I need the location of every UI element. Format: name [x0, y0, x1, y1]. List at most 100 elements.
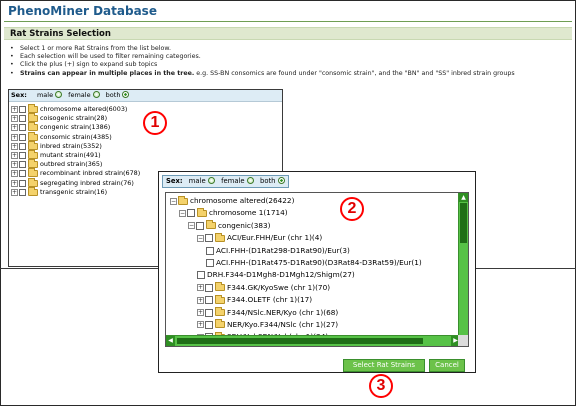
expand-icon[interactable]: +	[197, 296, 204, 304]
tree-item[interactable]: +recombinant inbred strain(678)	[9, 168, 282, 178]
expand-icon[interactable]: +	[11, 161, 18, 169]
expand-icon[interactable]: +	[11, 115, 18, 123]
instruction-item: Each selection will be used to filter re…	[10, 53, 515, 61]
sex-option-label: male	[188, 177, 206, 185]
expand-icon[interactable]: +	[197, 284, 204, 292]
expand-icon[interactable]: +	[11, 133, 18, 141]
tree-item[interactable]: ACI.FHH-(D1Rat298-D1Rat90)/Eur(3)	[168, 245, 460, 257]
tree-item-label: NER/Kyo.F344/NSlc (chr 1)(27)	[227, 319, 339, 329]
expand-icon[interactable]: +	[197, 346, 204, 347]
expand-icon[interactable]: +	[197, 309, 204, 317]
radio-icon[interactable]	[55, 91, 63, 98]
sex-option-female[interactable]: female	[221, 177, 254, 185]
radio-selected-icon[interactable]	[122, 91, 130, 98]
tree-item[interactable]: + NER/Kyo.F344/NSlc (chr 1)(27)	[168, 319, 460, 331]
expand-icon[interactable]: +	[11, 151, 18, 159]
scrollbar-corner	[458, 335, 468, 346]
expand-icon[interactable]: +	[11, 142, 18, 150]
tree-item[interactable]: +F344/NSlc.NER/Kyo (chr 1)(68)	[168, 307, 460, 319]
checkbox[interactable]	[19, 170, 26, 178]
cancel-button[interactable]: Cancel	[429, 359, 465, 372]
tree-item[interactable]: +consomic strain(4385)	[9, 131, 282, 142]
checkbox[interactable]	[197, 271, 205, 280]
collapse-icon[interactable]: −	[179, 209, 186, 217]
folder-icon	[28, 168, 38, 178]
radio-icon[interactable]	[207, 177, 215, 184]
callout-marker-1: 1	[143, 111, 167, 135]
title-divider	[4, 21, 572, 22]
folder-icon	[215, 282, 225, 292]
sex-option-male[interactable]: male	[189, 177, 215, 185]
collapse-icon[interactable]: −	[170, 197, 177, 205]
expand-icon[interactable]: +	[11, 170, 18, 178]
checkbox[interactable]	[205, 283, 213, 292]
strain-tree-scrollbox[interactable]: −chromosome altered(26422)−chromosome 1(…	[165, 192, 469, 347]
tree-item[interactable]: − congenic(383)	[168, 220, 460, 232]
checkbox[interactable]	[19, 124, 26, 132]
sex-option-both[interactable]: both	[260, 177, 285, 185]
tree-item[interactable]: +outbred strain(365)	[9, 159, 282, 169]
sex-filter-bar: Sex: male female both	[162, 175, 289, 188]
expand-icon[interactable]: +	[11, 124, 18, 132]
tree-item[interactable]: DRH.F344-D1Mgh8-D1Mgh12/Shigm(27)	[168, 269, 460, 281]
radio-icon[interactable]	[246, 177, 254, 184]
checkbox[interactable]	[19, 142, 26, 150]
scroll-left-icon[interactable]: ◀	[166, 336, 175, 346]
checkbox[interactable]	[206, 246, 214, 255]
checkbox[interactable]	[19, 188, 26, 196]
folder-icon	[28, 140, 38, 150]
checkbox[interactable]	[205, 320, 213, 329]
checkbox[interactable]	[187, 209, 195, 218]
collapse-icon[interactable]: −	[197, 234, 204, 242]
vertical-scrollbar[interactable]: ▲	[458, 193, 468, 336]
expand-icon[interactable]: +	[11, 106, 18, 113]
checkbox[interactable]	[205, 308, 213, 317]
sex-filter-label: Sex:	[11, 91, 27, 99]
collapse-icon[interactable]: −	[188, 222, 195, 230]
checkbox[interactable]	[19, 161, 26, 169]
callout-marker-3: 3	[369, 374, 393, 398]
folder-icon	[178, 195, 188, 205]
tree-item[interactable]: +congenic strain(1386)	[9, 122, 282, 132]
checkbox[interactable]	[196, 221, 204, 230]
checkbox[interactable]	[19, 151, 26, 159]
folder-icon	[28, 186, 38, 196]
sex-option-female[interactable]: female	[68, 91, 100, 99]
tree-item[interactable]: +mutant strain(491)	[9, 149, 282, 160]
expand-icon[interactable]: +	[11, 179, 18, 187]
scrollbar-thumb[interactable]	[177, 338, 423, 344]
checkbox[interactable]	[19, 106, 26, 113]
scrollbar-thumb[interactable]	[460, 203, 467, 243]
tree-item-label: ACI/Eur.FHH/Eur (chr 1)(4)	[227, 233, 323, 243]
tree-item[interactable]: +F344.GK/KyoSwe (chr 1)(70)	[168, 282, 460, 294]
checkbox[interactable]	[206, 258, 214, 267]
tree-item[interactable]: +transgenic strain(16)	[9, 186, 282, 197]
tree-item[interactable]: − ACI/Eur.FHH/Eur (chr 1)(4)	[168, 232, 460, 244]
radio-icon[interactable]	[92, 91, 100, 98]
checkbox[interactable]	[19, 115, 26, 123]
checkbox[interactable]	[19, 179, 26, 187]
tree-item[interactable]: +segregating inbred strain(76)	[9, 177, 282, 188]
checkbox[interactable]	[19, 133, 26, 141]
tree-item[interactable]: − chromosome altered(26422)	[168, 195, 460, 207]
radio-selected-icon[interactable]	[277, 177, 285, 184]
tree-item[interactable]: ACI.FHH-(D1Rat475-D1Rat90)(D3Rat84-D3Rat…	[168, 257, 460, 269]
scroll-up-icon[interactable]: ▲	[459, 193, 468, 202]
tree-item-label: coisogenic strain(28)	[40, 114, 108, 123]
checkbox[interactable]	[205, 234, 213, 243]
horizontal-scrollbar[interactable]: ◀ ▶	[166, 335, 460, 346]
checkbox[interactable]	[205, 296, 213, 305]
sex-option-male[interactable]: male	[37, 91, 63, 99]
expand-icon[interactable]: +	[197, 321, 204, 329]
tree-item[interactable]: +chromosome altered(6003)	[9, 104, 282, 114]
select-rat-strains-button[interactable]: Select Rat Strains	[343, 359, 425, 372]
tree-item-label: congenic(383)	[218, 220, 271, 230]
tree-item[interactable]: +F344.OLETF (chr 1)(17)	[168, 294, 460, 306]
tree-item-label: chromosome altered(26422)	[190, 196, 295, 205]
expand-icon[interactable]: +	[11, 188, 18, 196]
sex-option-both[interactable]: both	[106, 91, 130, 99]
tree-item[interactable]: + coisogenic strain(28)	[9, 113, 282, 123]
tree-item[interactable]: +inbred strain(5352)	[9, 140, 282, 151]
scroll-right-icon[interactable]: ▶	[451, 336, 460, 346]
tree-item[interactable]: −chromosome 1(1714)	[168, 207, 460, 219]
